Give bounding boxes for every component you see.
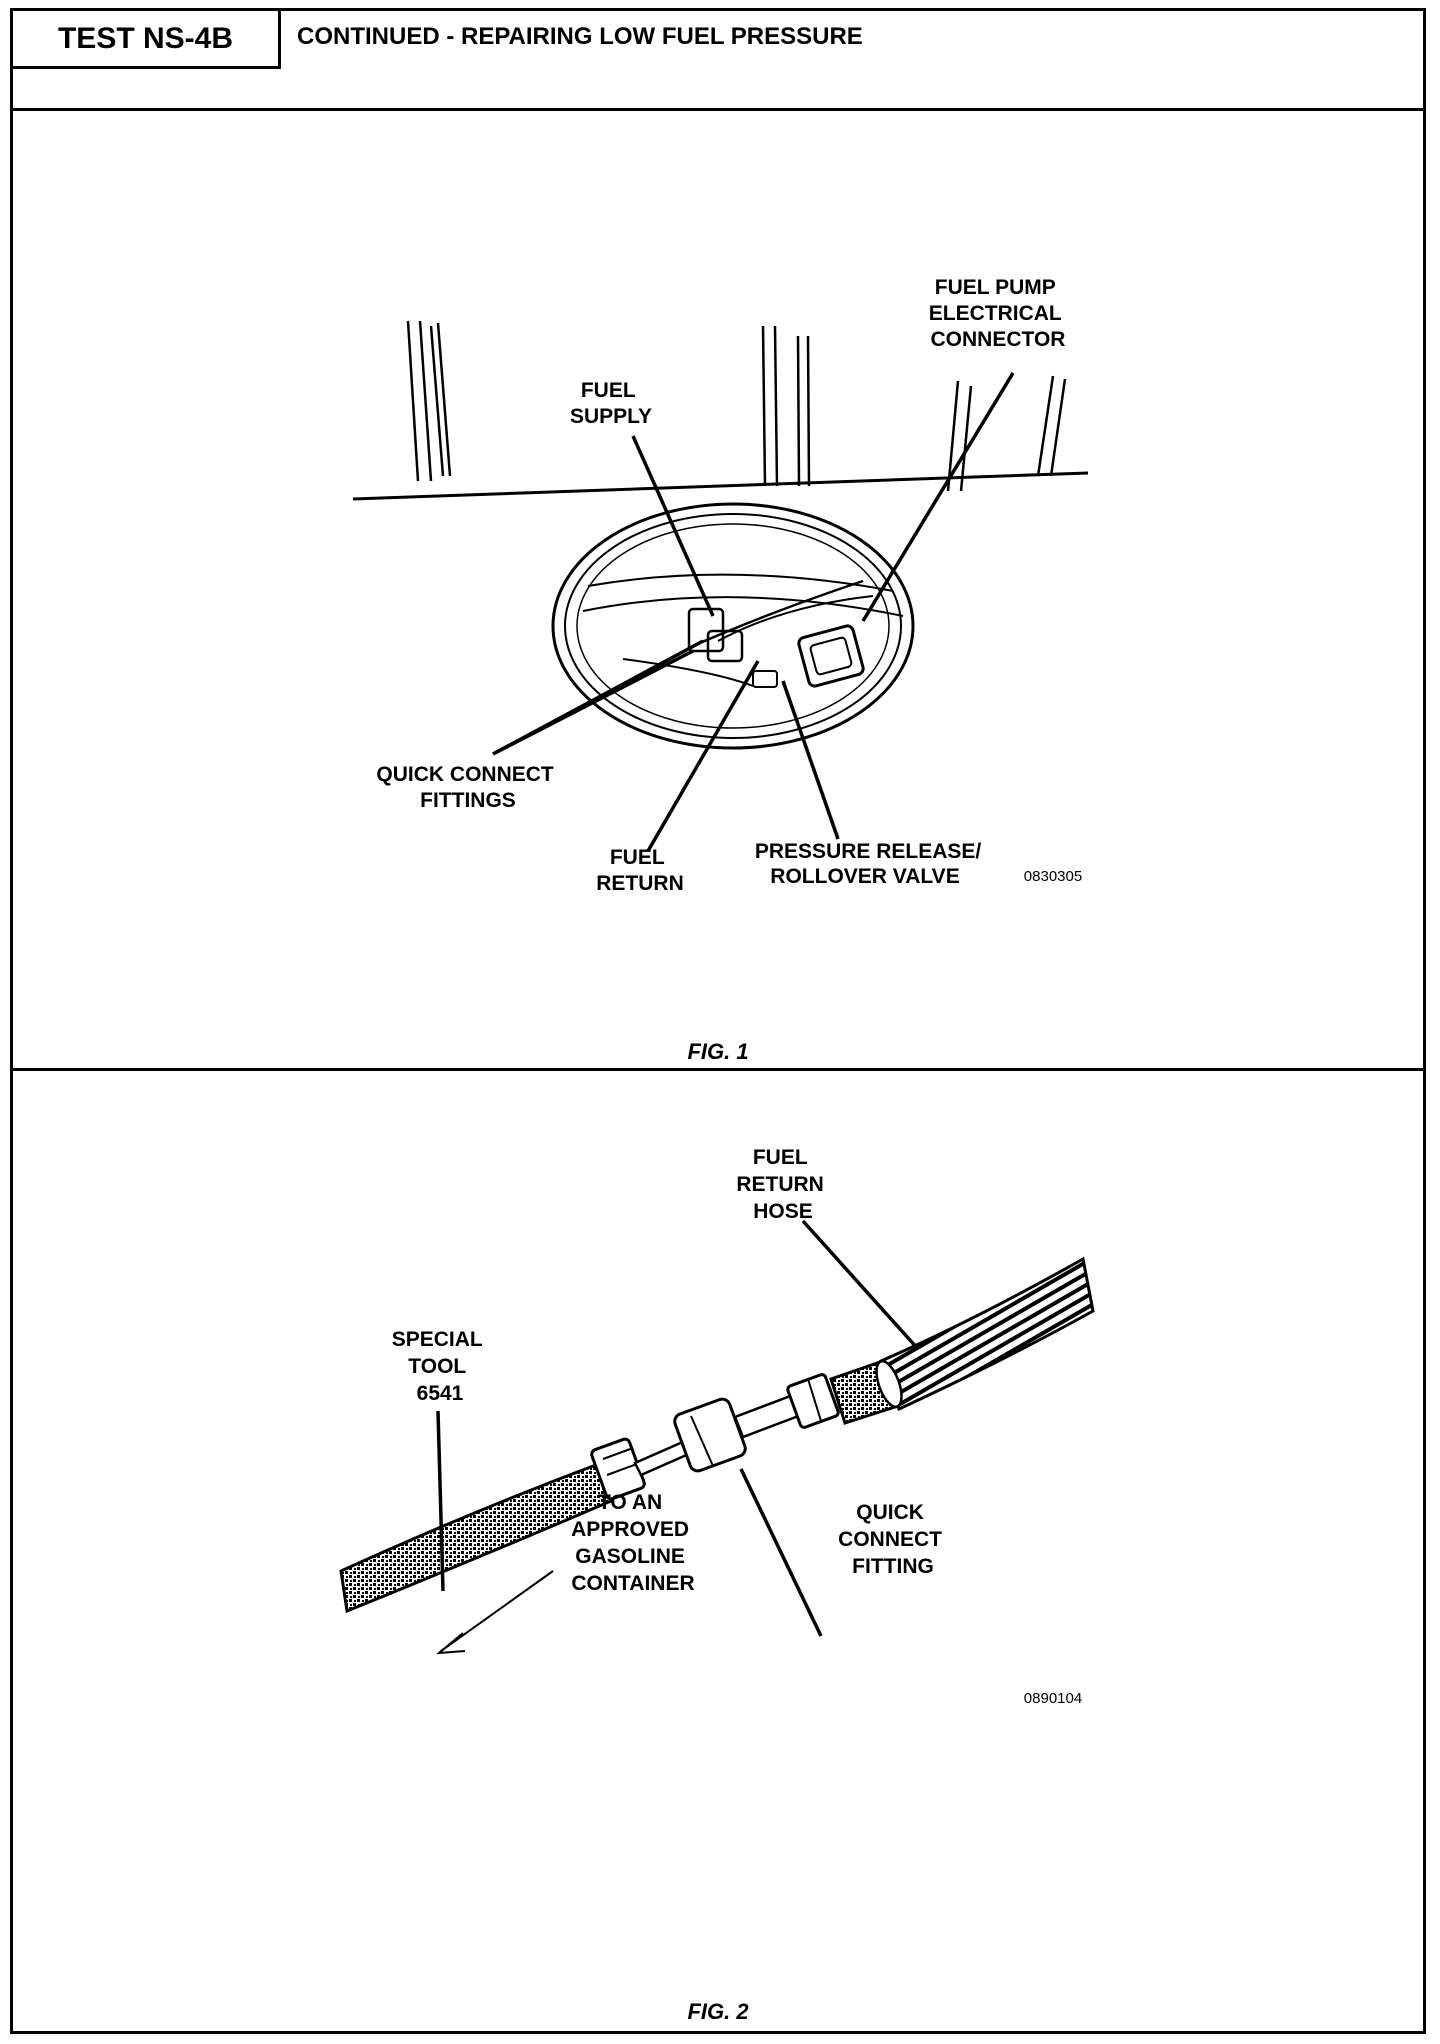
label-quick-connect-fitting: QUICK CONNECT FITTING xyxy=(838,1501,948,1578)
label-fuel-pump-connector: FUEL PUMP ELECTRICAL CONNECTOR xyxy=(929,276,1067,351)
document-page: TEST NS-4B CONTINUED - REPAIRING LOW FUE… xyxy=(10,8,1426,2034)
fig1-drawing-code: 0830305 xyxy=(1024,868,1082,885)
fig2-labels: FUEL RETURN HOSE SPECIAL TOOL 6541 TO AN… xyxy=(392,1146,1082,1707)
hose-assembly-drawing xyxy=(339,1256,1095,1614)
test-id: TEST NS-4B xyxy=(13,11,281,69)
figure-2-caption: FIG. 2 xyxy=(687,1999,749,2024)
label-fuel-supply: FUEL SUPPLY xyxy=(570,379,652,428)
fig2-leader-lines xyxy=(436,1219,920,1637)
quick-connect-hose-illustration: FUEL RETURN HOSE SPECIAL TOOL 6541 TO AN… xyxy=(339,1146,1095,1707)
label-fuel-return-hose: FUEL RETURN HOSE xyxy=(736,1146,829,1223)
fig2-drawing-code: 0890104 xyxy=(1024,1690,1082,1707)
tank-structure-drawing xyxy=(352,320,1089,750)
fuel-pump-module-illustration: FUEL PUMP ELECTRICAL CONNECTOR FUEL SUPP… xyxy=(352,276,1089,895)
direction-arrow-icon xyxy=(435,1632,466,1655)
figure-1-panel: FUEL PUMP ELECTRICAL CONNECTOR FUEL SUPP… xyxy=(13,111,1423,1071)
figure-1-caption: FIG. 1 xyxy=(687,1039,749,1064)
fig1-labels: FUEL PUMP ELECTRICAL CONNECTOR FUEL SUPP… xyxy=(376,276,1082,895)
page-title: CONTINUED - REPAIRING LOW FUEL PRESSURE xyxy=(297,23,863,50)
label-pressure-release-valve: PRESSURE RELEASE/ ROLLOVER VALVE xyxy=(755,840,987,888)
label-fuel-return: FUEL RETURN xyxy=(596,846,684,895)
arrow-shaft xyxy=(440,1570,554,1652)
header: TEST NS-4B CONTINUED - REPAIRING LOW FUE… xyxy=(13,11,1423,111)
figure-2-panel: FUEL RETURN HOSE SPECIAL TOOL 6541 TO AN… xyxy=(13,1071,1423,2031)
label-approved-container: TO AN APPROVED GASOLINE CONTAINER xyxy=(571,1491,695,1595)
leader-lines xyxy=(492,372,1015,852)
label-quick-connect-fittings: QUICK CONNECT FITTINGS xyxy=(376,763,559,812)
label-special-tool: SPECIAL TOOL 6541 xyxy=(392,1328,488,1405)
